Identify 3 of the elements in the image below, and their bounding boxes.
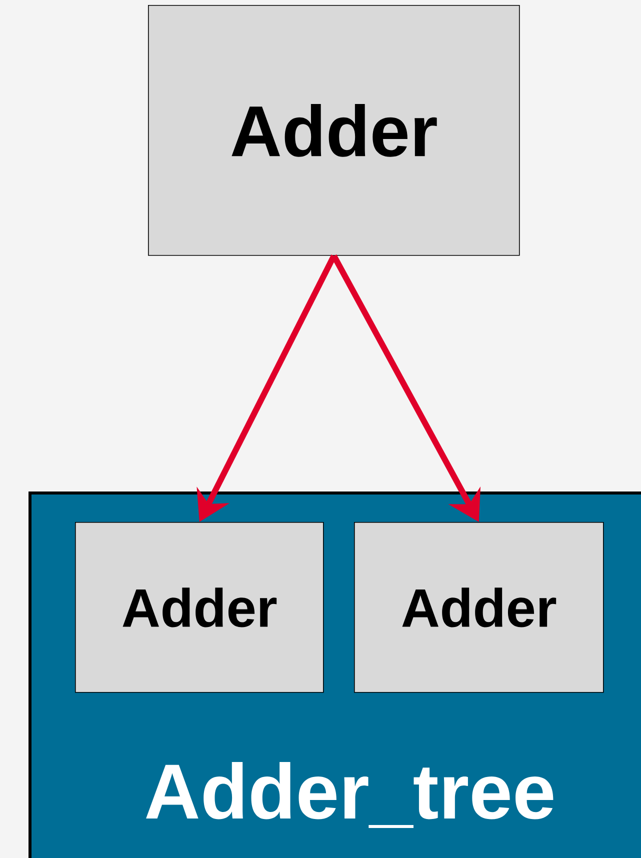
process-box: Adder xyxy=(75,522,324,693)
process-box: Adder xyxy=(354,522,604,693)
process-box: Adder xyxy=(148,5,520,256)
